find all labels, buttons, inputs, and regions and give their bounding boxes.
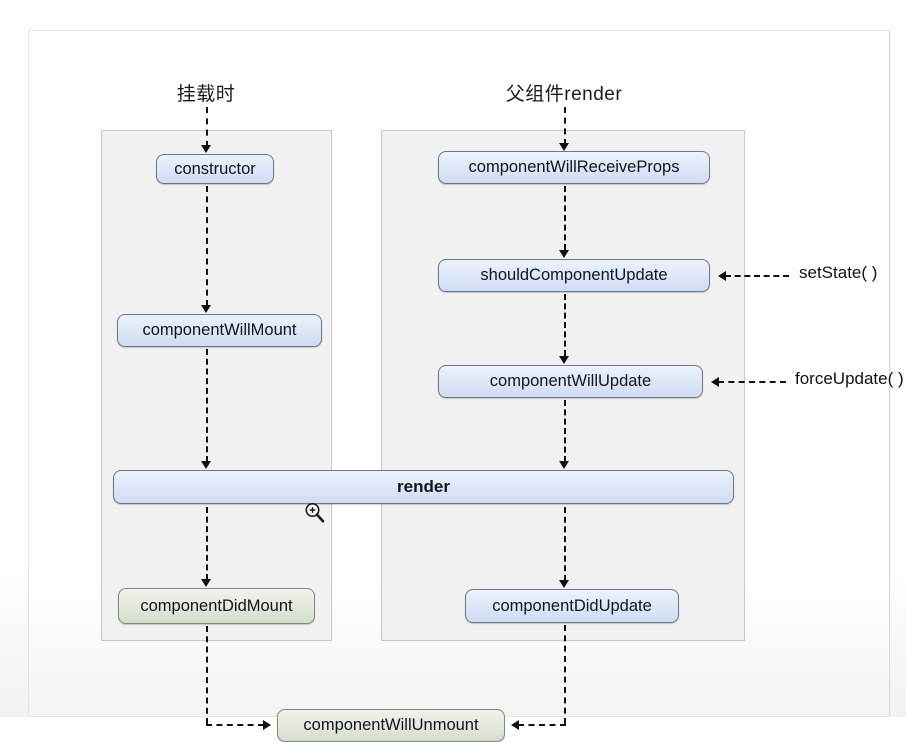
magnifier-zoom-in-cursor-icon <box>303 501 327 525</box>
connector-did-update-to-unmount-vertical <box>564 625 566 724</box>
arrowhead-will-update-to-render <box>559 461 569 469</box>
connector-constructor-to-will-mount <box>206 186 208 306</box>
node-should-component-update: shouldComponentUpdate <box>438 259 710 292</box>
connector-should-update-to-will-update <box>564 294 566 356</box>
arrowhead-render-to-did-mount <box>201 579 211 587</box>
arrowhead-setstate <box>718 271 726 281</box>
node-component-did-update: componentDidUpdate <box>465 589 679 623</box>
connector-did-update-to-unmount-horizontal <box>518 724 566 726</box>
connector-mount-entry <box>206 107 208 147</box>
connector-forceupdate <box>718 381 786 383</box>
arrowhead-did-update-to-unmount <box>511 720 519 730</box>
connector-setstate <box>725 275 789 277</box>
mount-column-title: 挂载时 <box>176 84 236 105</box>
connector-did-mount-to-unmount-vertical <box>206 626 208 724</box>
connector-did-mount-to-unmount-horizontal <box>206 724 264 726</box>
node-component-will-unmount: componentWillUnmount <box>277 709 505 742</box>
arrowhead-forceupdate <box>711 377 719 387</box>
connector-update-entry <box>564 107 566 145</box>
node-component-will-receive-props: componentWillReceiveProps <box>438 151 710 184</box>
connector-render-to-did-mount <box>206 507 208 580</box>
trigger-label-setstate: setState( ) <box>799 263 878 282</box>
mount-phase-panel <box>101 130 332 641</box>
connector-will-receive-props-to-should-update <box>564 186 566 250</box>
diagram-card: 挂载时 父组件render setState( ) forceUpdate( )… <box>28 30 904 742</box>
node-constructor: constructor <box>156 154 274 184</box>
arrowhead-did-mount-to-unmount <box>263 720 271 730</box>
arrowhead-constructor-to-will-mount <box>201 305 211 313</box>
trigger-label-forceupdate: forceUpdate( ) <box>795 369 904 388</box>
connector-will-update-to-render <box>564 400 566 462</box>
arrowhead-should-update-to-will-update <box>559 356 569 364</box>
arrowhead-will-receive-props-to-should-update <box>559 250 569 258</box>
arrowhead-will-mount-to-render <box>201 461 211 469</box>
update-column-title: 父组件render <box>505 84 623 105</box>
arrowhead-mount-entry <box>201 145 211 153</box>
arrowhead-render-to-did-update <box>559 580 569 588</box>
node-component-will-update: componentWillUpdate <box>438 365 703 398</box>
connector-render-to-did-update <box>564 507 566 581</box>
connector-will-mount-to-render <box>206 349 208 462</box>
node-component-did-mount: componentDidMount <box>118 588 315 624</box>
arrowhead-update-entry <box>559 143 569 151</box>
node-component-will-mount: componentWillMount <box>117 314 322 347</box>
node-render: render <box>113 470 734 504</box>
